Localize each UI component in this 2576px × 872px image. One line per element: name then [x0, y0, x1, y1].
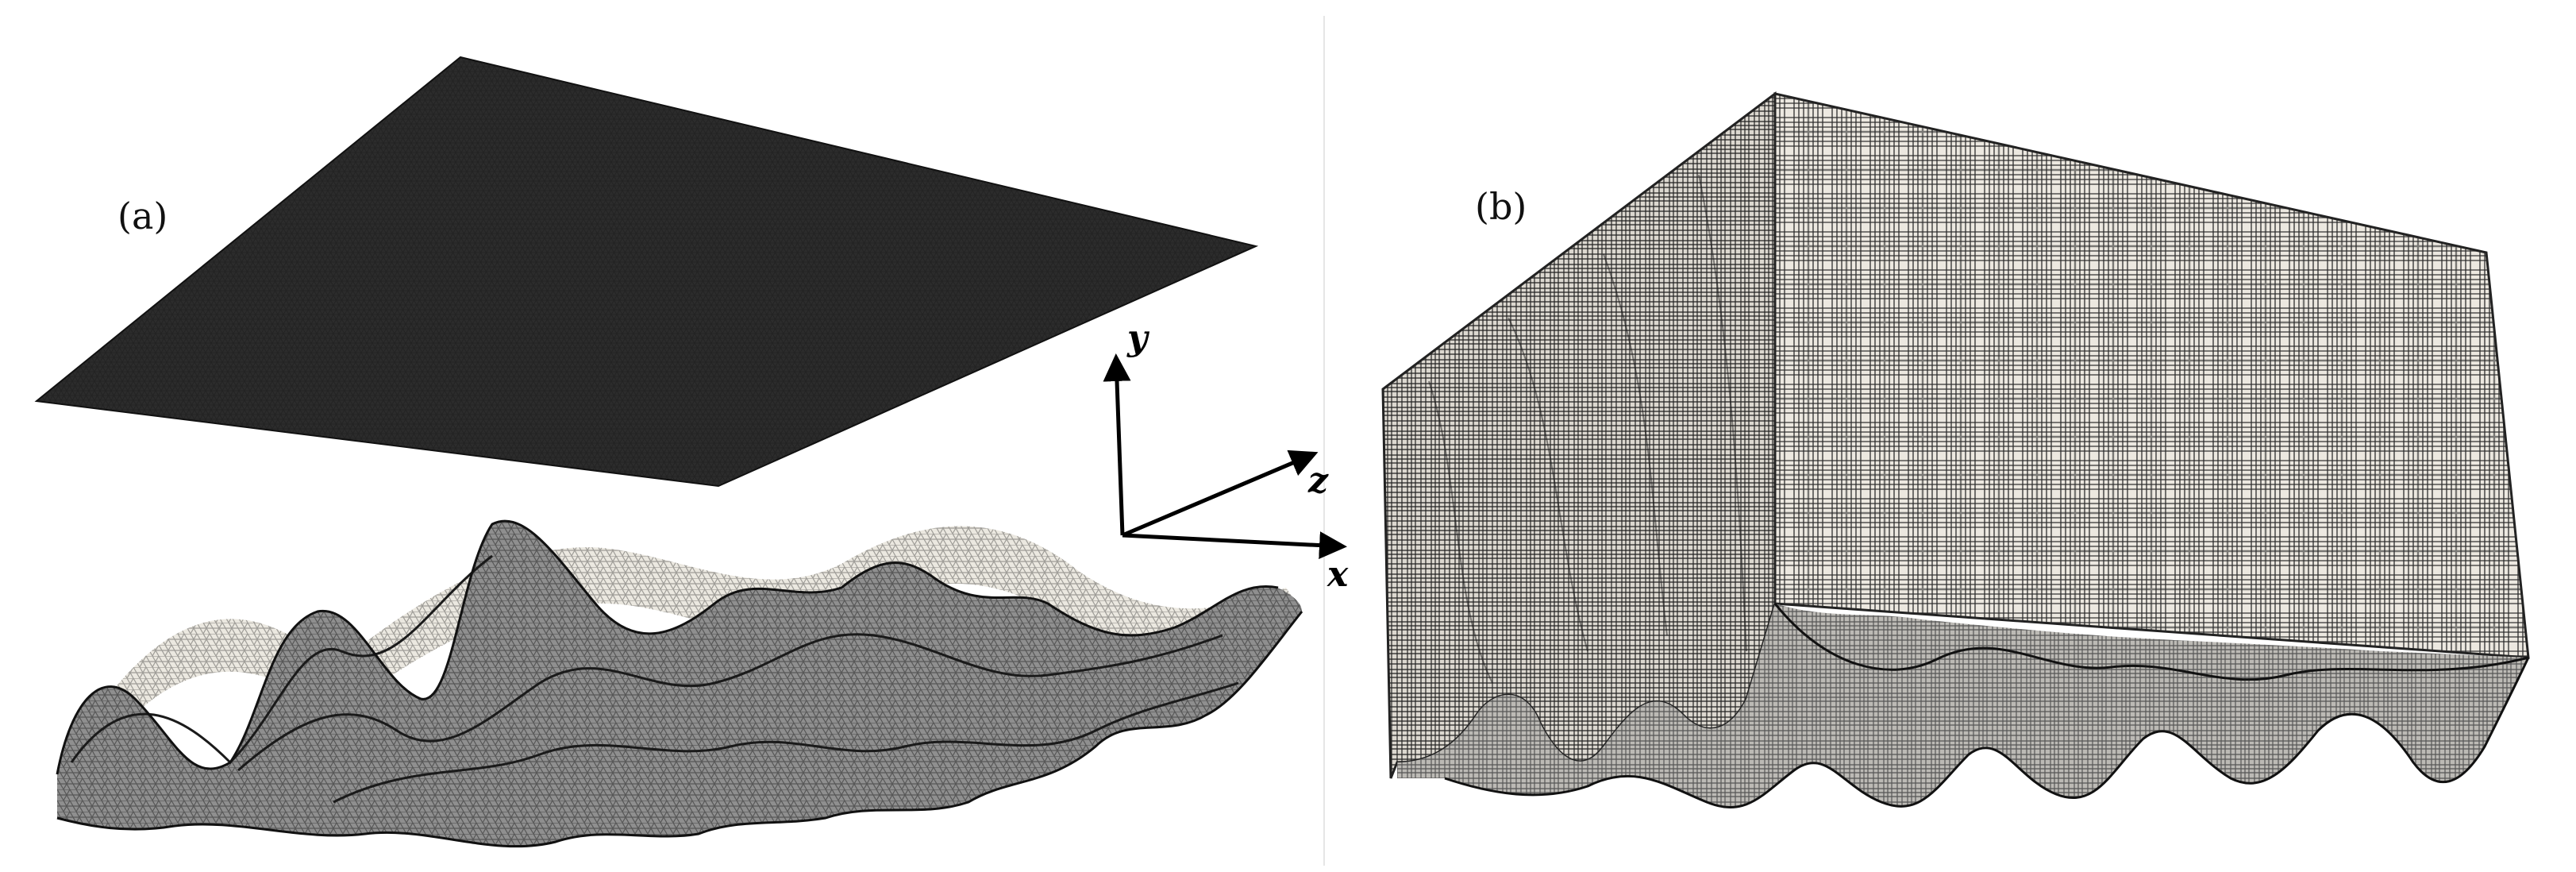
wavy-surface	[56, 519, 1303, 848]
flat-sheet	[34, 56, 1259, 488]
arrow-x-icon	[1122, 531, 1347, 560]
axis-x-label: x	[1327, 554, 1349, 595]
axes-triad: y z x	[1103, 318, 1349, 595]
panel-b-label: (b)	[1475, 185, 1527, 228]
arrow-z-icon	[1122, 450, 1319, 538]
panel-b: (b)	[1381, 91, 2530, 808]
mesh-block-front-face	[1773, 92, 2530, 659]
panel-a: (a)	[34, 56, 1303, 848]
panel-a-label: (a)	[117, 195, 167, 237]
mesh-block-side-face	[1381, 91, 1777, 779]
axis-z-label: z	[1307, 461, 1329, 501]
axis-y-label: y	[1126, 318, 1150, 358]
mesh-block-wavy-bottom	[1397, 603, 2530, 808]
arrow-y-icon	[1103, 353, 1131, 536]
